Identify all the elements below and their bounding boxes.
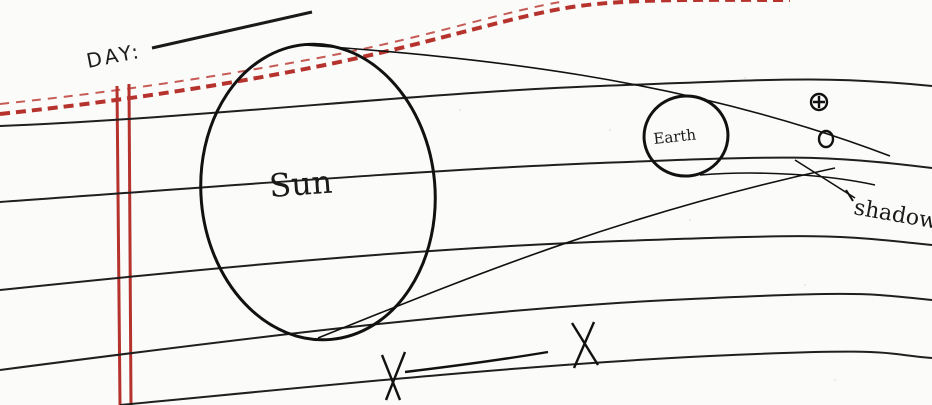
moon-marked-icon	[809, 92, 829, 112]
left-margin-line	[115, 85, 122, 405]
day-label: DAY:	[84, 39, 143, 73]
earth-label: Earth	[653, 126, 698, 148]
sun-label: Sun	[268, 163, 334, 205]
ruled-lines	[0, 78, 932, 405]
top-red-border-inner	[0, 1, 561, 105]
tangent-lines	[304, 44, 891, 339]
shadow-pointer	[845, 189, 854, 202]
day-underline	[151, 10, 313, 50]
x-to-x-mark	[380, 321, 600, 401]
moon-icon	[817, 129, 835, 149]
earth-circle	[642, 94, 730, 178]
moon-markers	[809, 92, 835, 149]
left-margin-line-2	[127, 83, 133, 405]
shadow-label: shadow	[852, 195, 932, 234]
paper-texture	[459, 77, 836, 381]
